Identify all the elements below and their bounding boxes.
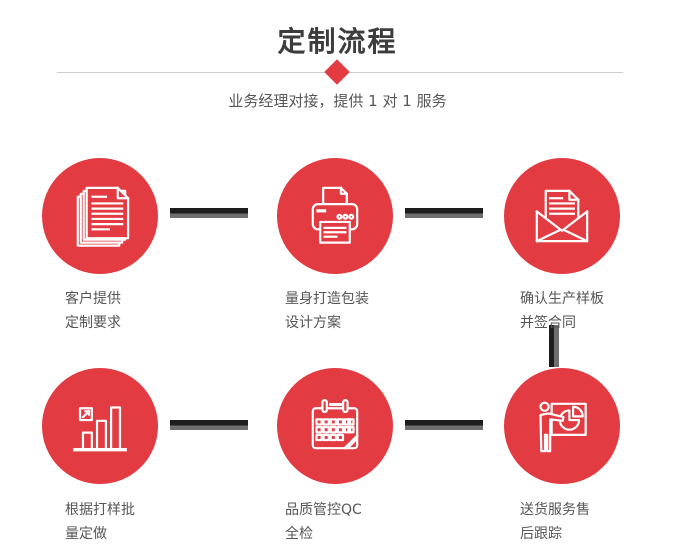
step4-label-line1: 根据打样批 xyxy=(65,502,135,518)
step2-label-line2: 设计方案 xyxy=(285,315,341,331)
connector-step3-step6 xyxy=(549,325,559,367)
step6-label-line2: 后跟踪 xyxy=(520,526,562,542)
step1-label: 客户提供 定制要求 xyxy=(65,287,121,335)
step3-label-line1: 确认生产样板 xyxy=(520,291,604,307)
step3-label: 确认生产样板 并签合同 xyxy=(520,287,604,335)
step3-label-line2: 并签合同 xyxy=(520,315,576,331)
step4-label-line2: 量定做 xyxy=(65,526,107,542)
step5-label-line2: 全检 xyxy=(285,526,313,542)
step5-circle xyxy=(277,368,393,484)
diamond-accent-icon xyxy=(324,59,350,85)
step1-label-line1: 客户提供 xyxy=(65,291,121,307)
calendar-icon xyxy=(298,389,372,463)
step2-label-line1: 量身打造包装 xyxy=(285,291,369,307)
step1-label-line2: 定制要求 xyxy=(65,315,121,331)
step4-label: 根据打样批 量定做 xyxy=(65,498,135,546)
step6-label-line1: 送货服务售 xyxy=(520,502,590,518)
bar-chart-icon xyxy=(63,389,137,463)
presentation-icon xyxy=(525,389,599,463)
connector-step5-step6 xyxy=(405,420,483,430)
step6-label: 送货服务售 后跟踪 xyxy=(520,498,590,546)
step6-circle xyxy=(504,368,620,484)
printer-icon xyxy=(298,179,372,253)
connector-step1-step2 xyxy=(170,208,248,218)
step2-label: 量身打造包装 设计方案 xyxy=(285,287,369,335)
step4-circle xyxy=(42,368,158,484)
step3-circle xyxy=(504,158,620,274)
envelope-icon xyxy=(525,179,599,253)
connector-step4-step5 xyxy=(170,420,248,430)
connector-step2-step3 xyxy=(405,208,483,218)
step5-label: 品质管控QC 全检 xyxy=(285,498,362,546)
page-title: 定制流程 xyxy=(277,25,398,58)
step1-circle xyxy=(42,158,158,274)
step5-label-line1: 品质管控QC xyxy=(285,502,362,518)
step2-circle xyxy=(277,158,393,274)
subtitle: 业务经理对接，提供 1 对 1 服务 xyxy=(228,92,447,110)
documents-icon xyxy=(63,179,137,253)
